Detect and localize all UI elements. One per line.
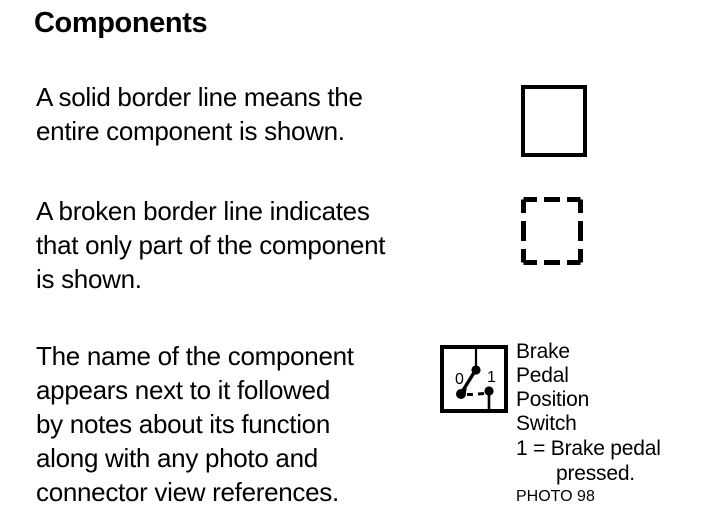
solid-border-example-box [521, 85, 587, 157]
brake-pedal-switch-symbol-icon: 0 1 [440, 345, 508, 413]
broken-border-example-box [521, 197, 583, 265]
component-name-line-3: Position [516, 388, 590, 411]
switch-terminal-0-label: 0 [455, 371, 464, 388]
component-label-block: Brake Pedal Position Switch 1 = Brake pe… [516, 340, 702, 507]
component-name-line-4: Switch [516, 412, 577, 435]
component-note-line-1: 1 = Brake pedal [516, 437, 661, 460]
component-note-line-2: pressed. [556, 462, 635, 485]
switch-terminal-1-label: 1 [487, 369, 496, 386]
paragraph-broken-border: A broken border line indicates that only… [36, 196, 386, 294]
component-name-line-1: Brake [516, 340, 570, 363]
component-name-line-2: Pedal [516, 364, 569, 387]
paragraph-component-name: The name of the component appears next t… [36, 341, 354, 507]
photo-reference: PHOTO 98 [516, 488, 595, 505]
paragraph-solid-border: A solid border line means the entire com… [36, 82, 363, 146]
page-title: Components [34, 7, 208, 39]
